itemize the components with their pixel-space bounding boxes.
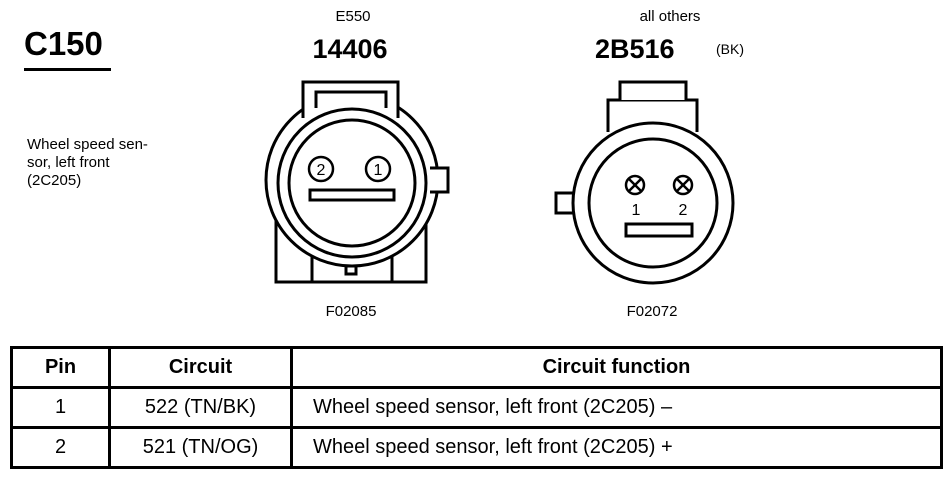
left-pin-2: 2 [307,155,335,183]
pin-cell: 2 [10,426,111,469]
connector-id-underline [24,68,111,71]
right-pin-1: 1 [624,174,646,219]
left-variant-label: E550 [335,8,371,25]
header-circuit: Circuit [108,346,293,389]
circuit-cell: 522 (TN/BK) [108,386,293,429]
table-header-row: Pin Circuit Circuit function [10,346,943,389]
circuit-cell: 521 (TN/OG) [108,426,293,469]
left-pin-1: 1 [364,155,392,183]
right-connector-color: (BK) [716,41,744,57]
right-pin-2: 2 [672,174,694,219]
left-pin-2-label: 2 [317,162,326,179]
left-pin-1-label: 1 [374,162,383,179]
connector-description: Wheel speed sen- sor, left front (2C205) [27,136,148,189]
right-variant-label: all others [639,8,701,25]
pin-cell: 1 [10,386,111,429]
header-circuit-function: Circuit function [290,346,943,389]
table-row: 2 521 (TN/OG) Wheel speed sensor, left f… [10,426,943,469]
left-figure-number: F02085 [325,303,377,320]
table-row: 1 522 (TN/BK) Wheel speed sensor, left f… [10,386,943,429]
right-figure-number: F02072 [626,303,678,320]
right-part-number: 2B516 [595,34,675,64]
connector-diagrams: 2 1 1 2 [264,80,735,285]
left-connector-face [264,80,450,284]
function-cell: Wheel speed sensor, left front (2C205) – [290,386,943,429]
right-pin-2-label: 2 [679,202,688,219]
left-part-number: 14406 [312,34,388,64]
right-connector-face [554,80,735,285]
connector-id: C150 [24,25,103,62]
function-cell: Wheel speed sensor, left front (2C205) + [290,426,943,469]
right-pin-1-label: 1 [632,202,641,219]
pin-table: Pin Circuit Circuit function 1 522 (TN/B… [10,346,943,469]
header-pin: Pin [10,346,111,389]
